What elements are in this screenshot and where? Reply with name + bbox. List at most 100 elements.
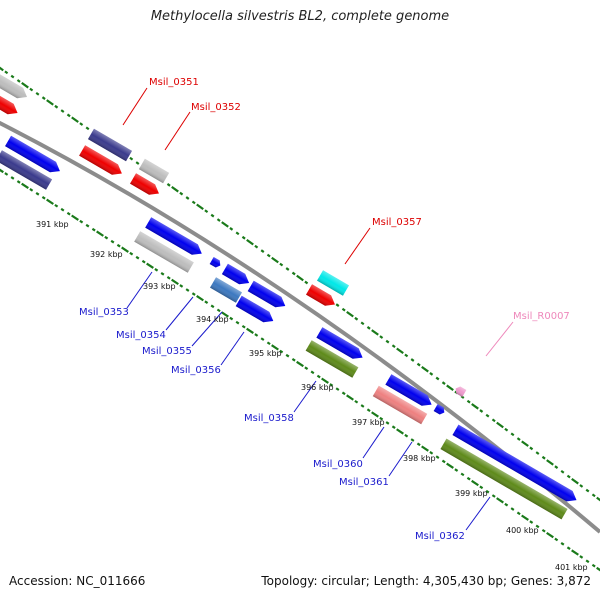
tick-mark [85,223,90,228]
leader-line [344,227,371,265]
Msil_0352-red-feature [79,145,122,175]
tick-mark [346,394,354,401]
tick-mark [360,321,365,326]
gray-feature-feature [0,69,28,99]
tick-mark [35,92,40,96]
tick-mark [246,238,254,246]
tick-mark [454,468,459,472]
tick-mark [271,344,279,351]
tick-mark [266,341,271,346]
tick-mark [10,176,15,180]
tick-mark [0,168,4,174]
tick-mark [596,496,600,502]
tick-mark [535,524,540,529]
gene-label-msil-0352: Msil_0352 [191,102,241,113]
tick-mark [171,278,179,286]
gene-label-msil-0361: Msil_0361 [339,477,389,488]
tick-mark [510,507,515,511]
kbp-label: 397 kbp [352,418,385,427]
gene-label-msil-0353: Msil_0353 [79,307,129,318]
tick-mark [566,546,571,550]
tick-mark [21,182,29,190]
tick-mark [260,337,265,341]
Msil_0360-pink-feature [372,385,428,425]
tick-mark [46,198,54,205]
tick-mark [54,104,59,109]
tick-mark [546,531,554,539]
kbp-label: 394 kbp [196,315,229,324]
tick-mark [529,520,534,524]
kbp-label: 399 kbp [455,489,488,498]
Msil_0355-blue-feature [247,280,286,308]
kbp-label: 396 kbp [301,383,334,392]
Msil_0360-feature [385,374,432,406]
tick-mark [85,126,90,131]
tick-mark [221,221,229,228]
tick-mark [10,74,15,79]
kbp-label: 392 kbp [90,250,123,259]
tick-mark [110,239,115,244]
tick-mark [341,391,346,396]
tick-mark [396,347,404,355]
tick-mark [591,563,596,568]
tick-mark [391,344,396,349]
tick-mark [285,267,290,271]
tick-mark [404,433,409,438]
tick-mark [571,477,579,485]
tick-mark [241,324,246,329]
tick-mark [260,249,265,253]
tick-mark [466,476,471,481]
tick-mark [446,384,454,391]
tick-mark [579,484,584,488]
tick-mark [479,485,484,490]
tick-mark [279,262,284,267]
tick-mark [296,360,304,368]
tick-mark [204,209,209,214]
tick-mark [310,370,315,375]
tick-mark [485,489,490,494]
tick-mark [0,66,4,72]
tick-mark [191,292,196,296]
tick-mark [121,246,129,253]
leader-line [220,331,245,366]
tick-mark [129,251,134,256]
tick-mark [60,207,65,212]
kbp-labels: 391 kbp 392 kbp 393 kbp 394 kbp 395 kbp … [36,220,588,572]
tick-mark [204,300,209,305]
blue-feature-feature [5,135,60,173]
tick-mark [346,310,354,318]
tick-mark [166,183,171,187]
gene-labels: Msil_0351 Msil_0352 Msil_0357 Msil_R0007… [79,77,570,542]
tick-mark [291,358,296,362]
tick-mark [229,227,234,231]
tick-mark [4,70,9,75]
tick-mark [146,262,154,269]
tick-mark [404,353,409,358]
tick-mark [141,259,146,264]
tick-mark [396,428,404,435]
tick-mark [35,192,40,196]
tick-rows [0,66,600,572]
tick-mark [441,459,446,464]
tick-mark [160,272,165,276]
leader-line [164,111,191,151]
tick-mark [216,218,221,222]
leader-line [126,271,153,309]
Msil_0358-feature [316,327,363,359]
tick-mark [29,87,34,92]
tick-mark [410,358,415,362]
gene-label-msil-0356: Msil_0356 [171,365,221,376]
gene-features [0,69,577,520]
tick-mark [429,451,434,455]
tick-mark [460,472,465,477]
gene-label-msil-0360: Msil_0360 [313,459,363,470]
tick-mark [410,438,415,442]
tick-mark [71,116,79,123]
tick-mark [71,214,79,221]
tick-mark [571,549,579,556]
Msil_0357-feature [317,270,349,296]
tick-mark [296,274,304,282]
kbp-label: 391 kbp [36,220,69,229]
tick-mark [385,339,390,344]
tick-mark [521,440,529,447]
